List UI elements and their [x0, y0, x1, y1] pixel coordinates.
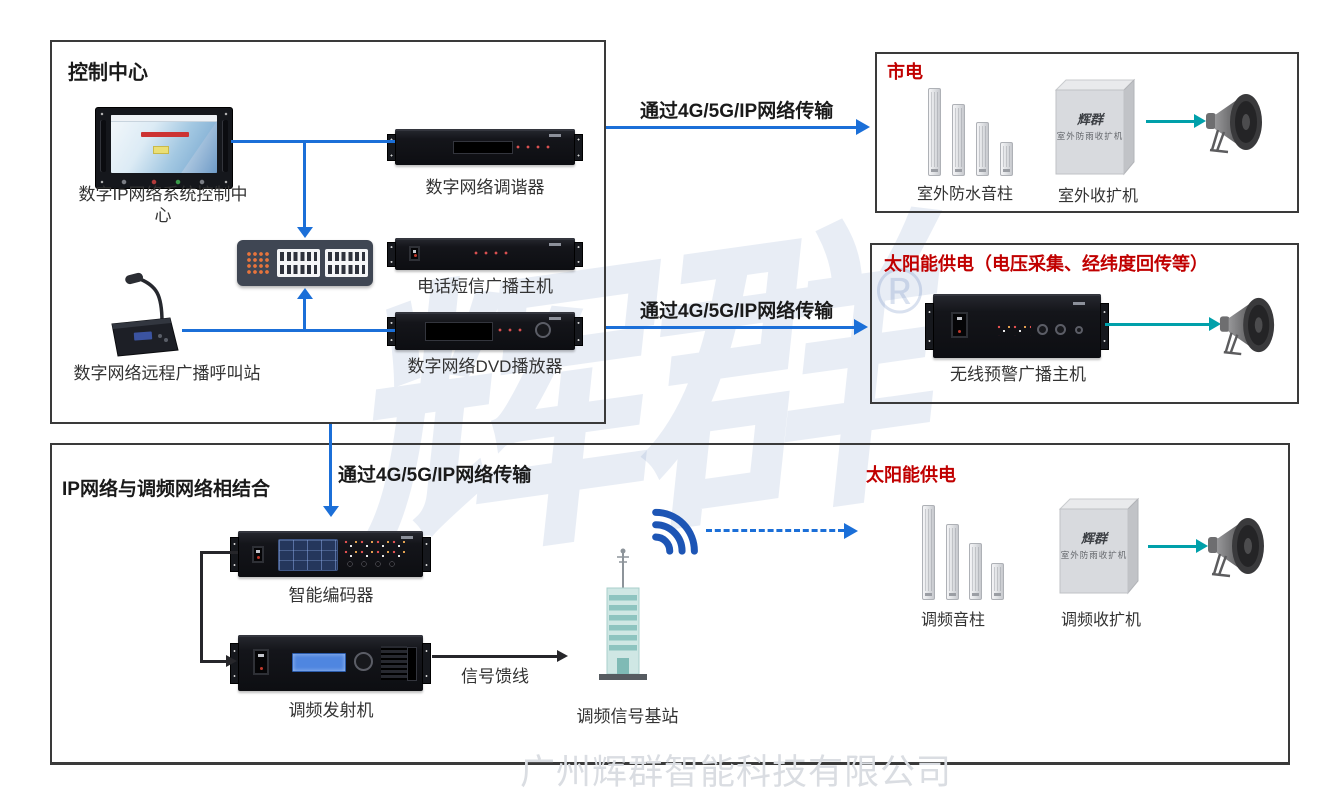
link-label-mains: 通过4G/5G/IP网络传输	[640, 101, 834, 122]
arrowhead-fm	[323, 506, 339, 517]
solar-zone	[870, 243, 1299, 404]
teal-arrowhead-solar	[1209, 317, 1221, 331]
bracket-bottom	[200, 660, 227, 663]
teal-arrowhead-mains	[1194, 114, 1206, 128]
arrowhead-mains	[856, 119, 870, 135]
base-station-label: 调频信号基站	[576, 707, 679, 726]
mains-amp-label: 室外收扩机	[1057, 188, 1138, 205]
network-tuner-image	[387, 129, 583, 165]
bracket-top	[200, 551, 238, 554]
dvd-player-label: 数字网络DVD播放器	[407, 357, 563, 376]
cabinet-face-text: 室外防雨收扩机	[1061, 550, 1128, 560]
fm-zone	[50, 443, 1290, 765]
wifi-signal-icon	[624, 486, 712, 574]
ip-control-monitor-image	[95, 107, 233, 189]
encoder-label: 智能编码器	[288, 586, 374, 605]
bracket-vertical	[200, 551, 203, 663]
monitor-label: 数字IP网络系统控制中心	[78, 185, 248, 225]
link-line-solar	[606, 326, 856, 329]
link-line-fm	[329, 424, 332, 506]
link-monitor-tuner	[231, 140, 395, 143]
switch-led-grid	[246, 251, 271, 275]
teal-link-fm	[1148, 545, 1198, 548]
link-mic-dvd	[182, 329, 395, 332]
switch-port-group	[325, 249, 368, 277]
speaker-column	[952, 104, 965, 176]
solar-power-label: 太阳能供电（电压采集、经纬度回传等）	[884, 254, 1208, 274]
mains-power-label: 市电	[887, 62, 923, 82]
feeder-arrowhead	[557, 650, 568, 662]
mains-column-label: 室外防水音柱	[916, 186, 1013, 203]
horn-speaker-image	[1218, 292, 1278, 360]
link-up-to-switch	[303, 299, 306, 331]
arrowhead-into-switch-bottom	[297, 288, 313, 299]
switch-port-group	[277, 249, 320, 277]
outdoor-amp-cabinet-image: 辉群 室外防雨收扩机	[1048, 76, 1140, 180]
sms-broadcast-host-image	[387, 238, 583, 270]
speaker-column	[946, 524, 959, 600]
speaker-column	[969, 543, 982, 600]
call-station-image	[100, 248, 190, 360]
network-switch-image	[237, 240, 373, 286]
arrowhead-into-switch-top	[297, 227, 313, 238]
wireless-arrowhead	[844, 523, 858, 539]
speaker-column	[976, 122, 989, 176]
fm-solar-label: 太阳能供电	[866, 465, 956, 485]
mic-display	[133, 331, 153, 341]
company-watermark: 广州辉群智能科技有限公司	[520, 753, 953, 792]
cabinet-face-text: 室外防雨收扩机	[1057, 131, 1124, 141]
speaker-column	[991, 563, 1004, 600]
teal-arrowhead-fm	[1196, 539, 1208, 553]
cabinet-logo: 辉群	[1077, 112, 1106, 127]
fm-amp-cabinet-image: 辉群 室外防雨收扩机	[1052, 495, 1144, 599]
tuner-label: 数字网络调谐器	[425, 178, 545, 197]
fm-transmitter-image	[230, 635, 431, 691]
monitor-screen	[111, 115, 217, 173]
link-label-fm: 通过4G/5G/IP网络传输	[338, 465, 532, 486]
feeder-label: 信号馈线	[461, 667, 529, 686]
call-station-label: 数字网络远程广播呼叫站	[73, 364, 261, 383]
feeder-line	[432, 655, 558, 658]
wireless-dashed-link	[706, 529, 844, 532]
wireless-warning-host-image	[925, 294, 1109, 358]
link-line-mains	[606, 126, 858, 129]
dvd-player-image	[387, 312, 583, 350]
fm-base-station-image	[596, 546, 650, 682]
link-label-solar: 通过4G/5G/IP网络传输	[640, 301, 834, 322]
control-center-zone	[50, 40, 606, 424]
transmitter-label: 调频发射机	[288, 701, 374, 720]
fm-column-label: 调频音柱	[920, 612, 985, 629]
horn-speaker-image	[1206, 512, 1268, 582]
link-down-to-switch	[303, 140, 306, 227]
mains-zone	[875, 52, 1299, 213]
horn-speaker-image	[1204, 88, 1266, 158]
monitor-left-handle	[100, 120, 106, 172]
fm-amp-label: 调频收扩机	[1060, 612, 1141, 629]
speaker-column	[1000, 142, 1013, 176]
arrowhead-solar	[854, 319, 868, 335]
smart-encoder-image	[230, 531, 431, 577]
registered-mark: ®	[876, 255, 924, 327]
speaker-column	[922, 505, 935, 600]
wireless-host-label: 无线预警广播主机	[950, 365, 1086, 384]
speaker-column	[928, 88, 941, 176]
monitor-buttons	[116, 179, 212, 185]
teal-link-mains	[1146, 120, 1196, 123]
cabinet-logo: 辉群	[1081, 531, 1110, 546]
mic-gooseneck	[139, 277, 164, 323]
fm-zone-title: IP网络与调频网络相结合	[62, 479, 270, 500]
monitor-right-handle	[222, 120, 228, 172]
teal-link-solar	[1105, 323, 1211, 326]
bracket-arrowhead	[226, 655, 237, 667]
sms-host-label: 电话短信广播主机	[417, 277, 553, 296]
control-center-title: 控制中心	[68, 62, 148, 84]
mic-capsule	[125, 272, 143, 285]
